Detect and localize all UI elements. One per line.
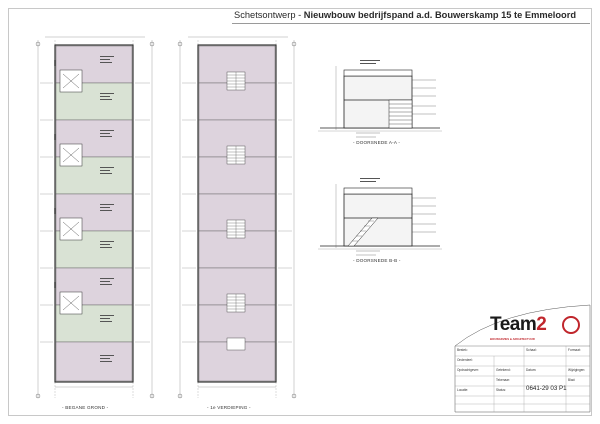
logo-tagline: BOUWADVIES & ARCHITECTUUR — [490, 337, 535, 341]
tb-label-3: Getekend: — [496, 368, 511, 372]
first-floor-label: - 1e VERDIEPING - — [207, 405, 251, 410]
tb-label-7: Schaal: — [526, 348, 537, 352]
team2-logo-mark — [562, 316, 580, 334]
sheet-title: Schetsontwerp - Nieuwbouw bedrijfspand a… — [234, 10, 576, 20]
team2-logo-text: Team2 — [490, 314, 547, 336]
title-main: Nieuwbouw bedrijfspand a.d. Bouwerskamp … — [303, 10, 577, 20]
logo-number: 2 — [536, 314, 547, 335]
title-prefix: Schetsontwerp - — [234, 10, 304, 20]
ground-floor-label: - BEGANE GROND - — [62, 405, 109, 410]
first-floor-plan — [177, 36, 297, 399]
titleblock-frame — [454, 304, 591, 413]
title-underline — [232, 23, 590, 24]
section-aa-drawing — [318, 60, 442, 138]
drawing-number: 0641-29 03 P1 — [526, 385, 567, 392]
section-bb-drawing — [318, 178, 442, 256]
tb-label-9: Locatie: — [457, 388, 469, 392]
logo-word: Team — [490, 314, 537, 335]
tb-label-1: Onderdeel: — [457, 358, 473, 362]
tb-label-2: Opdrachtgever: — [457, 368, 479, 372]
tb-label-4: Datum: — [526, 368, 537, 372]
tb-label-10: Status: — [496, 388, 506, 392]
tb-label-11: Blad: — [568, 378, 576, 382]
tb-label-5: Wijzigingen: — [568, 368, 586, 372]
tb-label-0: Bestek: — [457, 348, 468, 352]
ground-floor-plan — [35, 36, 155, 399]
tb-label-8: Formaat: — [568, 348, 581, 352]
sheet-border — [8, 8, 592, 416]
section-bb-label: - DOORSNEDE B-B - — [353, 258, 401, 263]
tb-label-6: Tekenaar: — [496, 378, 510, 382]
section-aa-label: - DOORSNEDE A-A - — [353, 140, 401, 145]
